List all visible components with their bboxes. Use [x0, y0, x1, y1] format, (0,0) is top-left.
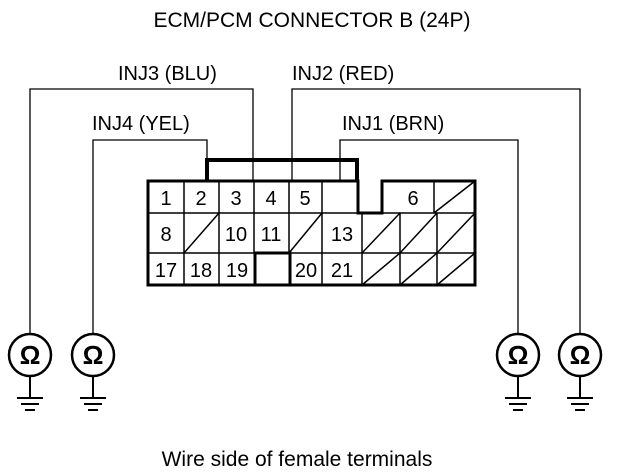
pin-label: 5 [299, 188, 310, 210]
pin-label: 2 [195, 188, 206, 210]
pin-label: 8 [160, 224, 171, 246]
pin-label: 11 [261, 224, 282, 246]
pin-label: 1 [160, 188, 171, 210]
diagram-title: ECM/PCM CONNECTOR B (24P) [154, 9, 471, 32]
pin-label: 21 [331, 260, 353, 282]
pin-label: 19 [226, 260, 248, 282]
pin-label: 18 [190, 260, 212, 282]
ohmmeter-1: Ω [7, 332, 53, 411]
wire-label-inj3: INJ3 (BLU) [118, 63, 217, 85]
ground-icon [17, 376, 43, 411]
diagram-caption: Wire side of female terminals [162, 448, 433, 471]
ground-icon [505, 376, 531, 411]
ground-icon [80, 376, 106, 411]
ohm-symbol: Ω [508, 340, 529, 370]
pin-label: 17 [155, 260, 177, 282]
wire-label-inj1: INJ1 (BRN) [342, 113, 444, 135]
wire-label-inj4: INJ4 (YEL) [92, 113, 190, 135]
pin-label: 6 [407, 188, 418, 210]
ground-icon [567, 376, 593, 411]
ohm-symbol: Ω [570, 340, 591, 370]
ohmmeter-4: Ω [557, 332, 603, 411]
ohmmeter-3: Ω [495, 332, 541, 411]
pin-label: 13 [331, 224, 353, 246]
ohmmeter-2: Ω [70, 332, 116, 411]
pin-label: 20 [295, 260, 317, 282]
connector-latch [205, 158, 359, 181]
wire-label-inj2: INJ2 (RED) [292, 63, 394, 85]
ohm-symbol: Ω [83, 340, 104, 370]
connector-body: 1 2 3 4 5 6 8 10 11 13 17 18 19 20 21 [146, 158, 477, 287]
pin-label: 3 [230, 188, 241, 210]
wire-inj3 [29, 88, 254, 334]
wire-inj2 [291, 88, 581, 334]
pin-label: 4 [265, 188, 276, 210]
pin-label: 10 [225, 224, 247, 246]
ohm-symbol: Ω [20, 340, 41, 370]
